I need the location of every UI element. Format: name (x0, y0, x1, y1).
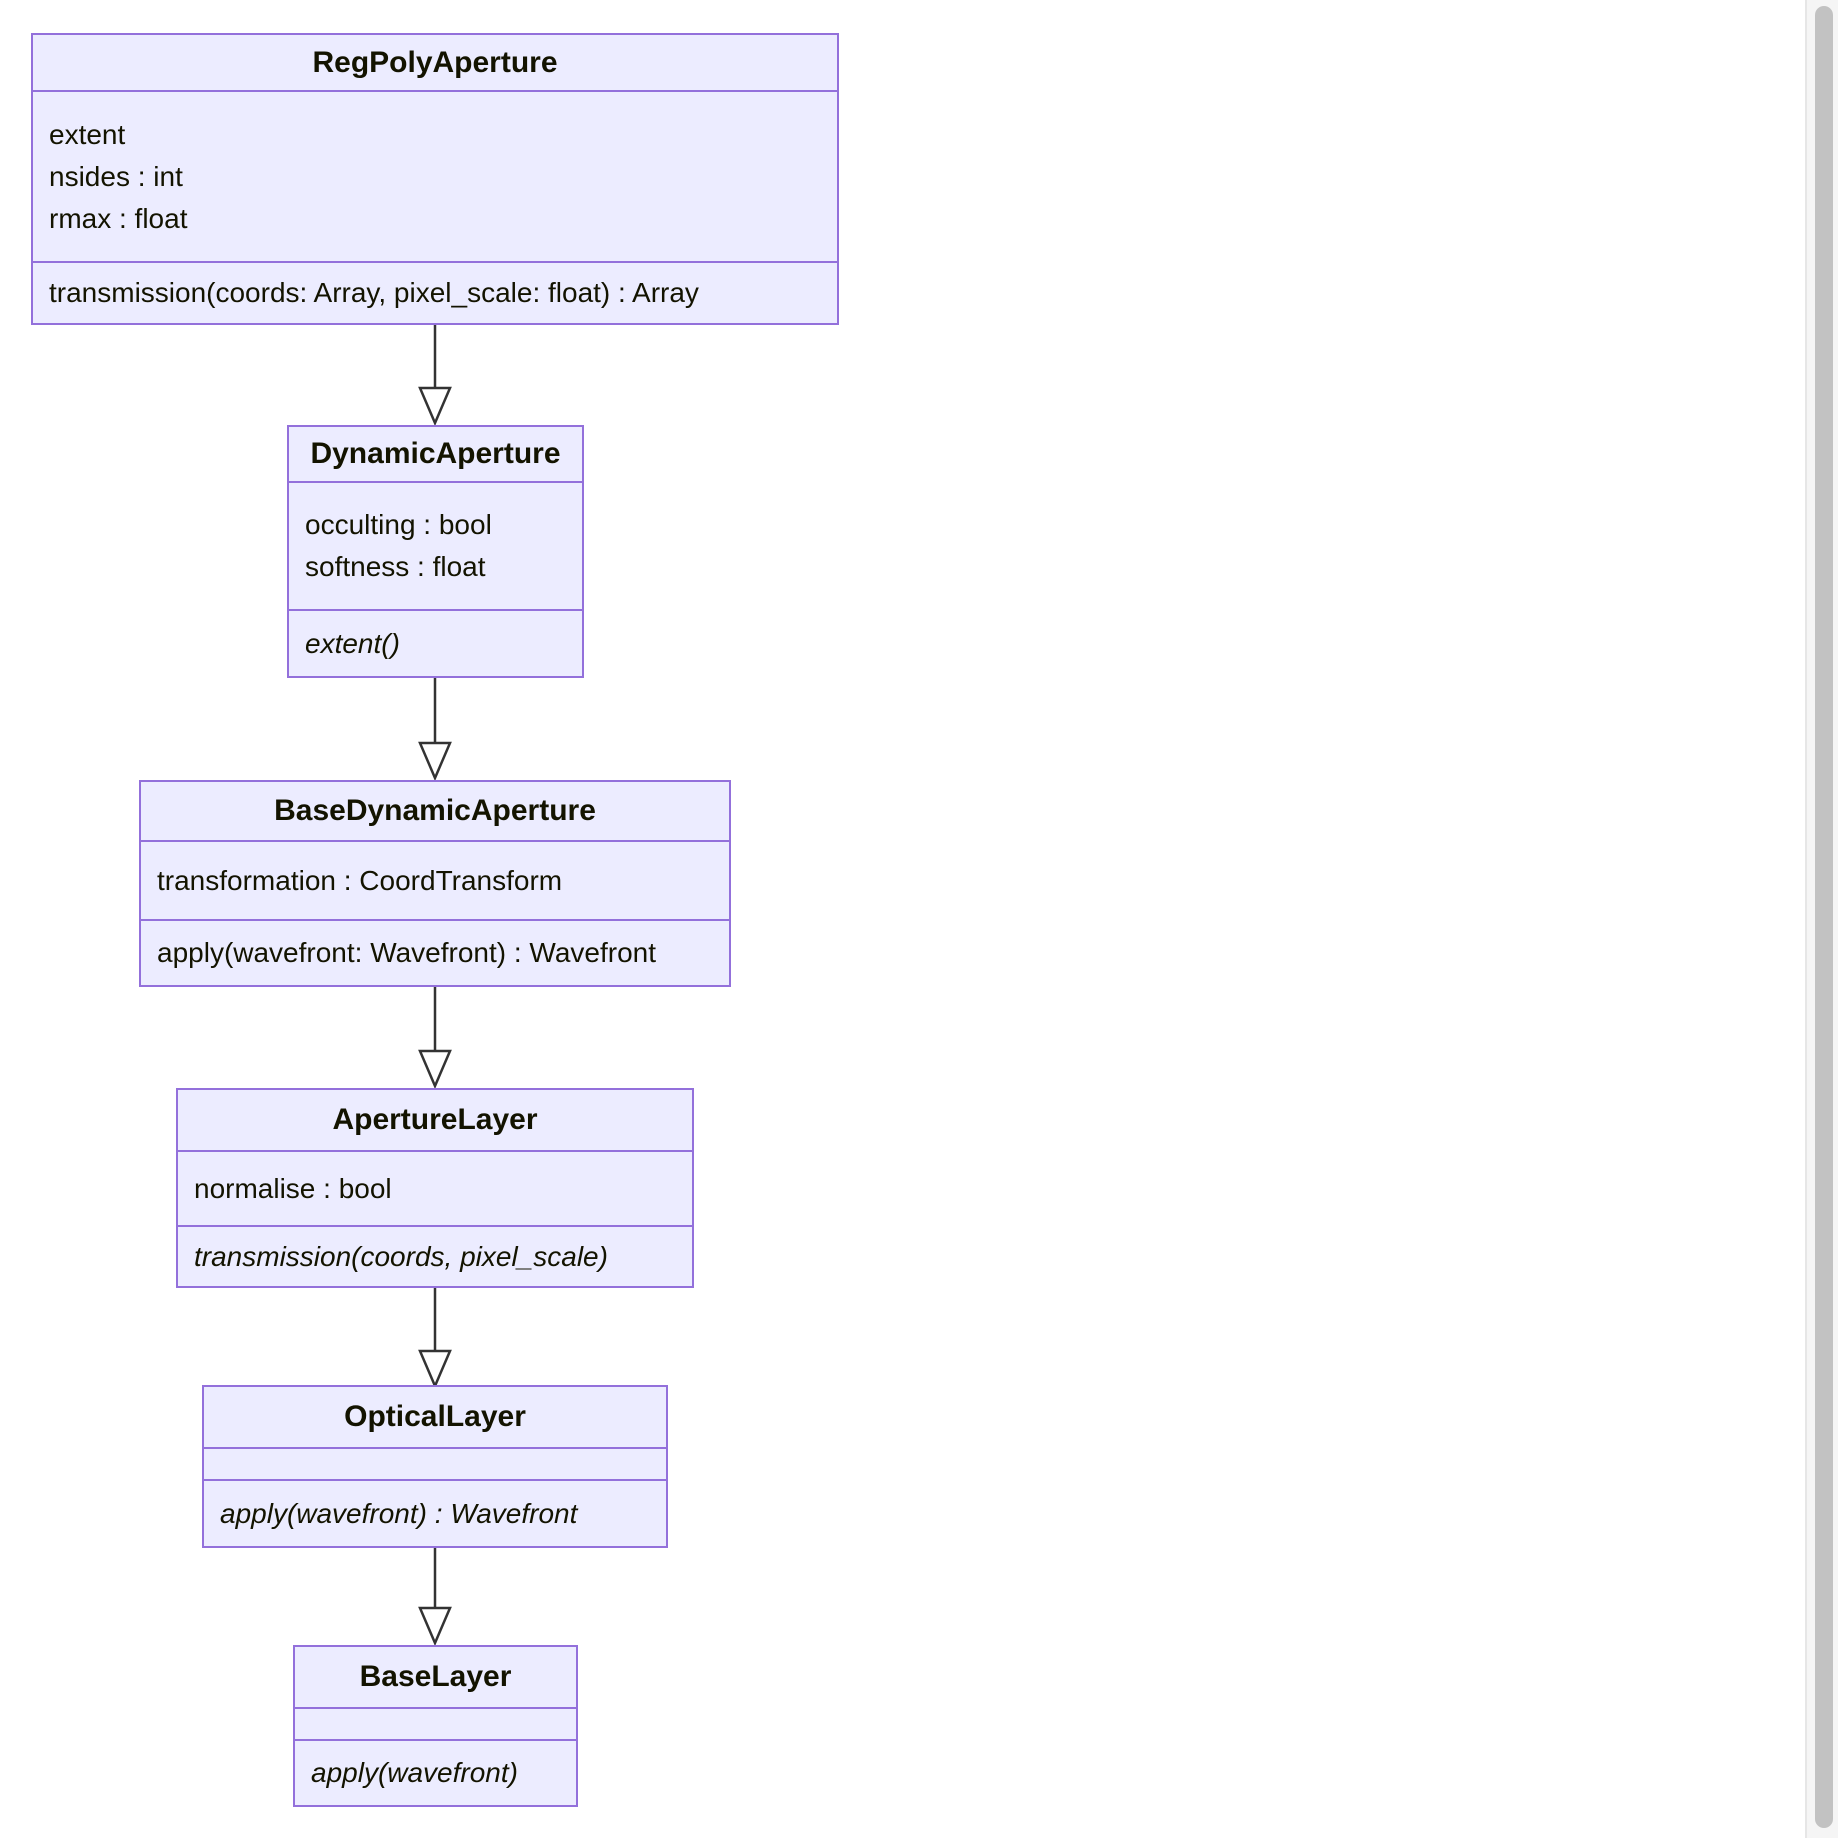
attributes-section: occulting : bool softness : float (289, 481, 582, 609)
class-method-abstract: transmission(coords, pixel_scale) (194, 1240, 608, 1272)
class-method: apply(wavefront: Wavefront) : Wavefront (157, 937, 656, 968)
class-method-abstract: extent() (305, 627, 400, 659)
class-method: transmission(coords: Array, pixel_scale:… (49, 277, 699, 308)
inheritance-arrow (418, 325, 452, 425)
class-title: DynamicAperture (310, 437, 561, 470)
class-box-opticallayer: OpticalLayer apply(wavefront) : Wavefron… (202, 1385, 668, 1548)
methods-section: apply(wavefront: Wavefront) : Wavefront (141, 919, 729, 985)
class-attribute: transformation : CoordTransform (157, 864, 563, 896)
class-title: RegPolyAperture (312, 45, 558, 79)
class-attribute: extent (49, 118, 126, 150)
attributes-section: normalise : bool (178, 1150, 692, 1225)
class-box-baselayer: BaseLayer apply(wavefront) (293, 1645, 578, 1807)
scrollbar-thumb[interactable] (1815, 6, 1833, 1828)
class-method-abstract: apply(wavefront) (311, 1757, 518, 1788)
class-method-abstract: apply(wavefront) : Wavefront (220, 1497, 578, 1529)
methods-section: apply(wavefront) : Wavefront (204, 1479, 666, 1546)
vertical-scrollbar[interactable] (1805, 0, 1838, 1838)
attributes-section: extent nsides : int rmax : float (33, 90, 837, 261)
class-title: BaseLayer (359, 1660, 512, 1693)
class-title: ApertureLayer (332, 1103, 538, 1136)
class-title: BaseDynamicAperture (274, 794, 596, 827)
class-box-basedynamicaperture: BaseDynamicAperture transformation : Coo… (139, 780, 731, 987)
class-box-aperturelayer: ApertureLayer normalise : bool transmiss… (176, 1088, 694, 1288)
class-attribute: softness : float (305, 551, 486, 582)
methods-section: apply(wavefront) (295, 1739, 576, 1805)
class-attribute: normalise : bool (194, 1172, 392, 1204)
class-title: OpticalLayer (344, 1400, 526, 1433)
methods-section: extent() (289, 609, 582, 676)
attributes-section: transformation : CoordTransform (141, 840, 729, 919)
inheritance-arrow (418, 1548, 452, 1645)
inheritance-arrow (418, 987, 452, 1088)
methods-section: transmission(coords: Array, pixel_scale:… (33, 261, 837, 323)
class-box-dynamicaperture: DynamicAperture occulting : bool softnes… (287, 425, 584, 678)
class-attribute: occulting : bool (305, 509, 492, 540)
inheritance-arrow (418, 678, 452, 780)
methods-section: transmission(coords, pixel_scale) (178, 1225, 692, 1286)
attributes-section-empty (204, 1447, 666, 1479)
class-attribute: rmax : float (49, 202, 188, 234)
attributes-section-empty (295, 1707, 576, 1739)
class-attribute: nsides : int (49, 160, 183, 192)
class-box-regpolyaperture: RegPolyAperture extent nsides : int rmax… (31, 33, 839, 325)
inheritance-arrow (418, 1288, 452, 1388)
